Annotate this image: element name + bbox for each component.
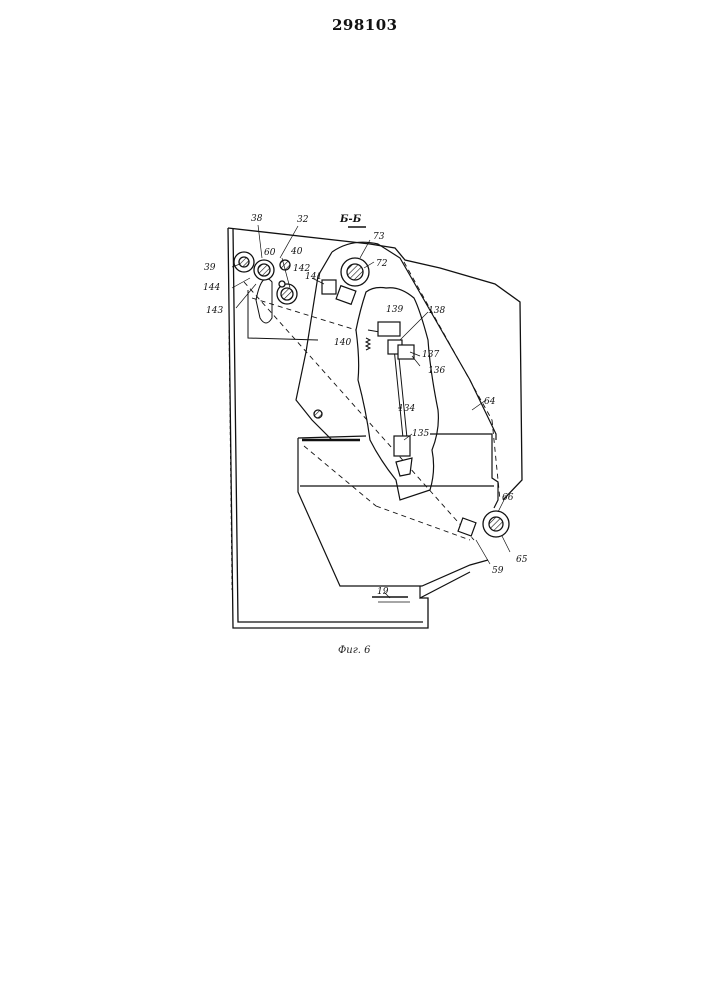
label-66: 66 [502, 493, 514, 503]
label-32: 32 [297, 215, 309, 225]
leader-lines [232, 225, 510, 598]
figure-caption: Фиг. 6 [338, 645, 371, 656]
label-137: 137 [422, 350, 439, 360]
label-134: 134 [398, 404, 415, 414]
label-38: 38 [251, 214, 263, 224]
label-140: 140 [334, 338, 351, 348]
label-139: 139 [386, 305, 403, 315]
label-73: 73 [373, 232, 385, 242]
label-64: 64 [484, 397, 496, 407]
rollers [234, 252, 509, 537]
label-60: 60 [264, 248, 276, 258]
label-138: 138 [428, 306, 445, 316]
label-72: 72 [376, 259, 388, 269]
label-144: 144 [203, 283, 220, 293]
label-19: 19 [377, 587, 389, 597]
label-59: 59 [492, 566, 504, 576]
label-40: 40 [290, 247, 303, 257]
hidden-lines [244, 262, 500, 540]
label-65: 65 [516, 555, 528, 565]
section-label: Б-Б [339, 214, 362, 225]
label-141: 141 [305, 272, 322, 282]
label-39: 39 [204, 263, 216, 273]
label-143: 143 [206, 306, 223, 316]
label-135: 135 [412, 429, 429, 439]
lower-tray [298, 434, 498, 602]
label-136: 136 [428, 366, 445, 376]
